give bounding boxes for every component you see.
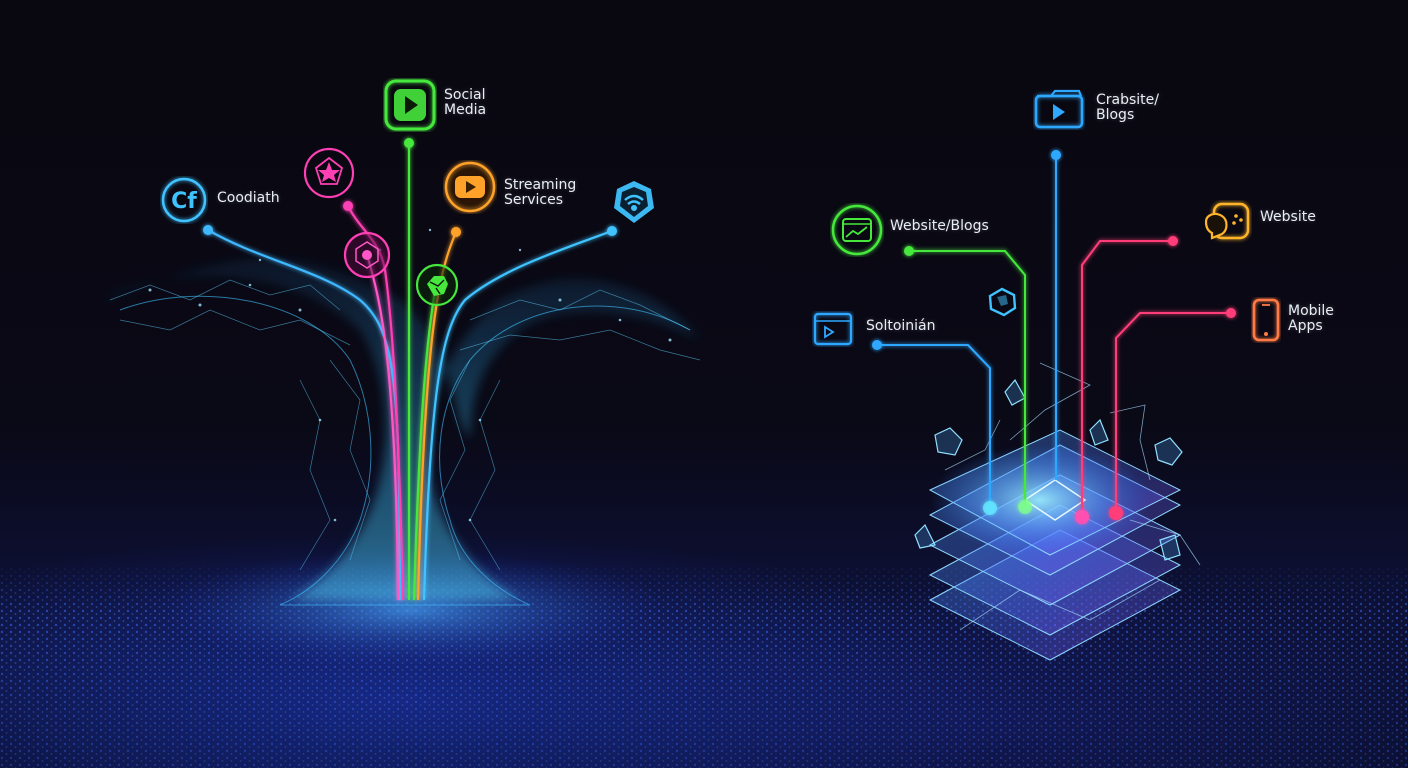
- channel-label-social-media: Social Media: [444, 87, 487, 118]
- smartphone-icon: [1252, 298, 1280, 342]
- wifi-shield-icon: [614, 181, 654, 223]
- video-window-icon: [813, 312, 853, 346]
- chart-window-icon: [831, 204, 883, 256]
- play-button-icon: [384, 79, 436, 131]
- channel-label-mobile-apps: Mobile Apps: [1288, 303, 1334, 334]
- channel-label-coodiath: Coodiath: [217, 190, 280, 206]
- channel-label-website-blogs: Website/Blogs: [890, 218, 989, 234]
- cf-logo-icon: Cf: [161, 177, 207, 223]
- star-pentagon-icon: [303, 147, 355, 199]
- channel-label-crabsite-blogs: Crabsite/ Blogs: [1096, 92, 1159, 123]
- network-node-icon: [343, 231, 391, 279]
- channel-label-streaming-services: Streaming Services: [504, 177, 577, 208]
- polyhedron-icon: [988, 287, 1017, 317]
- video-play-icon: [444, 161, 496, 213]
- svg-text:Cf: Cf: [171, 189, 197, 214]
- chat-bubbles-icon: [1204, 202, 1250, 240]
- channel-label-soltoinian: Soltoinián: [866, 318, 936, 334]
- channel-label-website: Website: [1260, 209, 1316, 225]
- video-folder-icon: [1034, 89, 1084, 129]
- globe-leaf-icon: [415, 263, 459, 307]
